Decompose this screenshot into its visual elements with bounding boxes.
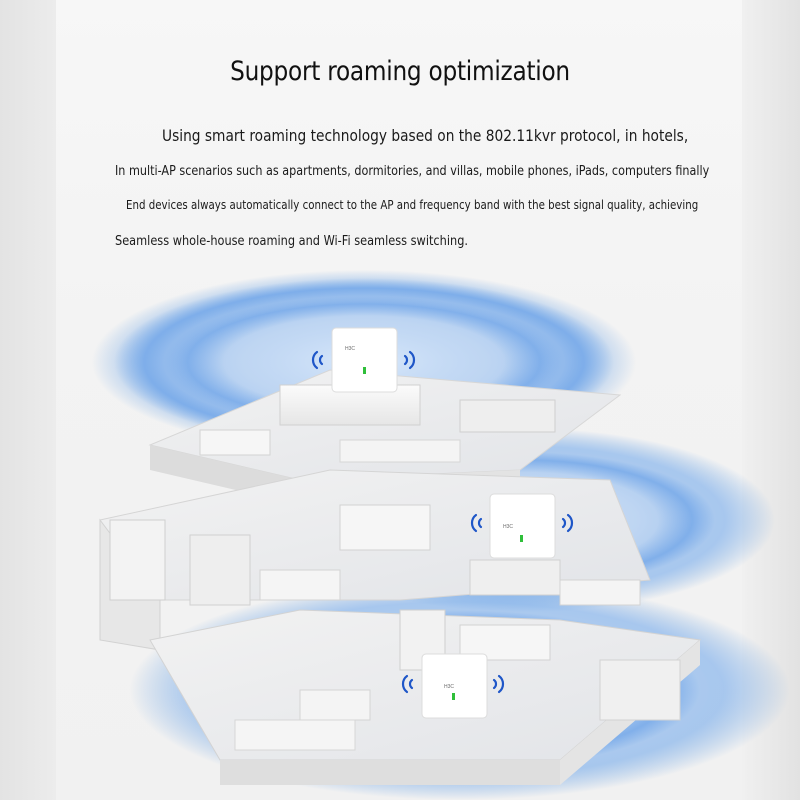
ap-status-led <box>363 367 366 374</box>
wifi-signal-icon <box>403 350 416 370</box>
ap-brand-label: H3C <box>345 346 355 352</box>
background-left-strip <box>0 0 56 800</box>
wifi-signal-icon <box>401 674 414 694</box>
wifi-signal-icon <box>311 350 324 370</box>
page-title: Support roaming optimization <box>230 56 570 87</box>
wifi-signal-icon <box>470 513 483 533</box>
access-point-top: H3C <box>311 327 416 393</box>
ap-status-led <box>520 535 523 542</box>
paragraph-line-2: In multi-AP scenarios such as apartments… <box>115 163 710 179</box>
wifi-signal-icon <box>561 513 574 533</box>
ap-brand-label: H3C <box>444 684 454 690</box>
wifi-signal-icon <box>492 674 505 694</box>
paragraph-line-4: Seamless whole-house roaming and Wi-Fi s… <box>115 233 468 249</box>
paragraph-line-1: Using smart roaming technology based on … <box>162 126 689 145</box>
access-point-bottom: H3C <box>401 653 505 719</box>
house-floor-upper <box>148 369 622 505</box>
ap-brand-label: H3C <box>503 524 513 530</box>
ap-status-led <box>452 693 455 700</box>
access-point-middle: H3C <box>470 493 574 559</box>
paragraph-line-3: End devices always automatically connect… <box>126 197 699 212</box>
